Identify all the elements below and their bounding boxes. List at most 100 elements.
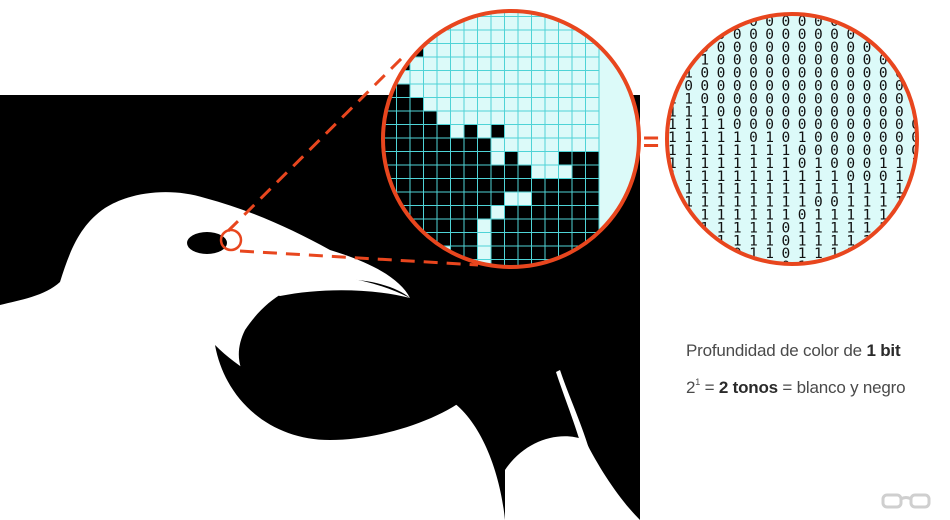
dark-pixel — [504, 165, 519, 179]
dark-pixel — [464, 246, 478, 260]
dark-pixel — [437, 165, 451, 179]
seagull-silhouette — [0, 192, 505, 520]
dark-pixel — [572, 219, 586, 233]
dark-pixel — [558, 178, 573, 193]
dark-pixel — [396, 151, 411, 166]
equals-sign: = — [643, 126, 659, 157]
dark-pixel — [531, 246, 546, 260]
dark-pixel — [518, 205, 532, 220]
dark-pixel — [558, 205, 573, 220]
dark-pixel — [572, 192, 586, 206]
dark-pixel — [423, 124, 438, 139]
zoom-line-top — [226, 56, 404, 233]
dark-pixel — [437, 151, 451, 166]
dark-pixel — [504, 246, 519, 260]
dark-pixel — [518, 246, 532, 260]
dark-pixel — [423, 205, 438, 220]
dark-pixel — [504, 178, 519, 193]
dark-pixel — [585, 219, 600, 233]
dark-pixel — [585, 165, 600, 179]
dark-pixel — [518, 178, 532, 193]
dark-pixel — [423, 165, 438, 179]
chest-highlight — [505, 436, 640, 520]
dark-pixel — [531, 219, 546, 233]
dark-pixel — [450, 219, 465, 233]
dark-pixel — [410, 205, 424, 220]
dark-pixel — [572, 205, 586, 220]
zoom-lines — [226, 56, 479, 267]
dark-pixel — [504, 151, 519, 166]
dark-pixel — [450, 165, 465, 179]
dark-pixel — [572, 165, 586, 179]
dark-pixel — [423, 219, 438, 233]
dark-pixel — [518, 219, 532, 233]
dark-pixel — [464, 124, 478, 139]
dark-pixel — [450, 205, 465, 220]
dark-pixel — [410, 151, 424, 166]
dark-pixel — [558, 232, 573, 247]
dark-pixel — [396, 138, 411, 152]
dark-pixel — [545, 232, 559, 247]
dark-pixel — [464, 232, 478, 247]
dark-pixel — [531, 178, 546, 193]
dark-pixel — [545, 192, 559, 206]
dark-pixel — [450, 138, 465, 152]
dark-pixel — [396, 165, 411, 179]
dark-pixel — [410, 124, 424, 139]
dark-pixel — [396, 84, 411, 98]
dark-pixel — [450, 151, 465, 166]
dark-pixel — [383, 124, 397, 139]
dark-pixel — [477, 192, 492, 206]
dark-pixel — [572, 151, 586, 166]
dark-pixel — [410, 178, 424, 193]
dark-pixel — [437, 124, 451, 139]
binary-magnifier-ring — [665, 12, 919, 266]
dark-pixel — [464, 219, 478, 233]
dark-pixel — [531, 192, 546, 206]
dark-pixel — [396, 111, 411, 125]
tones-count: 2 tonos — [718, 378, 778, 397]
dark-pixel — [491, 259, 505, 267]
dark-pixel — [558, 219, 573, 233]
dark-pixel — [464, 205, 478, 220]
dark-pixel — [437, 205, 451, 220]
dark-pixel — [383, 138, 397, 152]
dark-pixel — [464, 192, 478, 206]
dark-pixel — [558, 151, 573, 166]
dark-pixel — [491, 178, 505, 193]
dark-pixel — [396, 30, 411, 44]
dark-pixel — [450, 178, 465, 193]
tones-eq: = — [700, 378, 719, 397]
dark-pixel — [585, 192, 600, 206]
dark-pixel — [491, 246, 505, 260]
dark-pixel — [450, 232, 465, 247]
dark-pixel — [410, 138, 424, 152]
dark-pixel — [477, 165, 492, 179]
dark-pixel — [437, 192, 451, 206]
dark-pixel — [531, 232, 546, 247]
dark-pixel — [423, 192, 438, 206]
dark-pixel — [491, 219, 505, 233]
dark-pixel — [423, 151, 438, 166]
binary-magnifier: 1000000000000000100000000000000001000000… — [665, 12, 919, 266]
dark-pixel — [437, 219, 451, 233]
dark-pixel — [545, 178, 559, 193]
dark-pixel — [558, 192, 573, 206]
dark-pixel — [504, 219, 519, 233]
dark-pixel — [491, 232, 505, 247]
dark-pixel — [410, 165, 424, 179]
dark-pixel — [491, 165, 505, 179]
dark-pixel — [572, 178, 586, 193]
caption-bit-value: 1 bit — [866, 341, 901, 360]
dark-pixel — [464, 138, 478, 152]
dark-pixel — [423, 138, 438, 152]
dark-pixel — [545, 246, 559, 260]
dark-pixel — [437, 232, 451, 247]
dark-pixel — [410, 192, 424, 206]
dark-pixel — [464, 151, 478, 166]
dark-pixel — [450, 192, 465, 206]
tones-exponent: 1 — [695, 377, 701, 387]
dark-pixel — [410, 111, 424, 125]
dark-pixel — [491, 124, 505, 139]
